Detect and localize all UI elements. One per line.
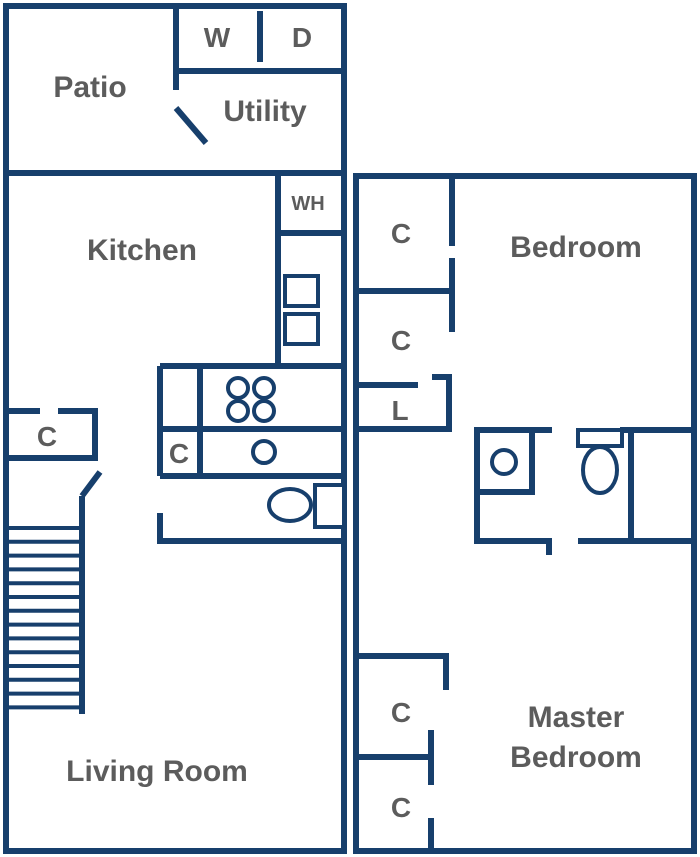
linen-label: L [391,395,408,426]
living-room-label: Living Room [66,755,248,788]
stove-burner-2 [252,376,276,400]
bath-toilet-tank [576,428,624,448]
half-bath-sink [251,439,277,465]
room-labels: Patio W D Utility WH Kitchen C C Living … [37,22,642,823]
right-unit-walls [353,173,697,854]
master-closet-1-label: C [391,697,411,728]
stair-door-swing [79,470,103,498]
kitchen-closet-label: C [169,438,189,469]
bedroom-label: Bedroom [510,231,642,264]
water-heater-label: WH [291,193,324,215]
bedroom-closets [356,176,455,432]
master-closet-2-label: C [391,792,411,823]
master-closets [356,653,449,854]
utility-label: Utility [223,95,307,128]
stair-closet-label: C [37,421,57,452]
half-bath-toilet-bowl [267,487,313,523]
bath-toilet-bowl [581,445,619,495]
master-bedroom-label-line1: Master [528,701,625,734]
utility-door-swing [173,106,209,145]
stove-burner-1 [226,376,250,400]
sink-basin-upper [283,274,320,308]
stair-area [6,408,103,714]
hall-closet-label: C [391,325,411,356]
stair-treads [6,526,82,710]
master-bedroom-label-line2: Bedroom [510,741,642,774]
utility-area [173,6,344,145]
washer-label: W [204,22,231,53]
kitchen-fixtures [157,173,346,544]
full-bath [474,427,697,555]
bedroom-closet-label: C [391,218,411,249]
kitchen-label: Kitchen [87,234,197,267]
patio-label: Patio [53,71,126,104]
dryer-label: D [292,22,312,53]
sink-basin-lower [283,312,320,346]
bath-sink [490,448,518,476]
half-bath-toilet-tank [313,483,346,529]
stove-burner-3 [226,399,250,423]
stove-burner-4 [252,399,276,423]
